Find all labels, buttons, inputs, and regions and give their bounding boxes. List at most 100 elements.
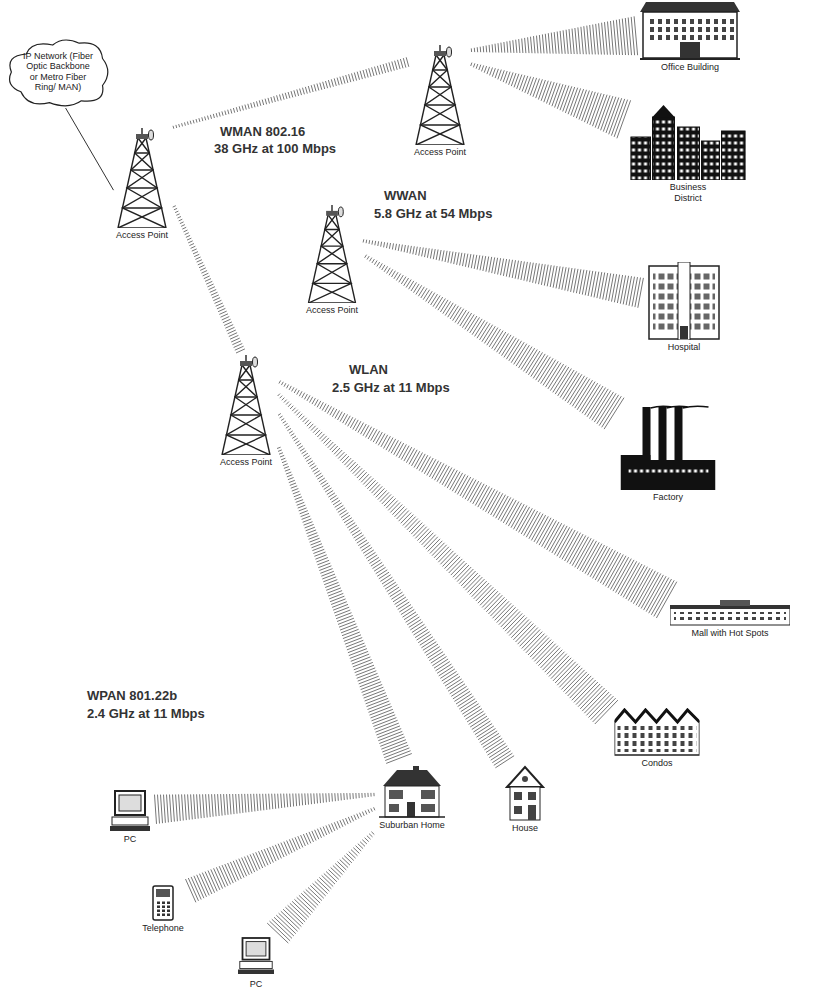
beam-stripe: [343, 632, 360, 639]
beam-stripe: [378, 434, 385, 446]
beam-stripe: [294, 410, 298, 414]
beam-stripe: [354, 662, 373, 669]
beam-stripe: [301, 794, 303, 806]
beam-stripe: [349, 462, 356, 469]
beam-stripe: [609, 274, 614, 301]
beam-stripe: [334, 793, 336, 801]
icon-caption: PC: [124, 834, 137, 845]
beam-stripe: [307, 793, 309, 804]
beam-stripe: [401, 607, 413, 615]
beam-stripe: [280, 455, 284, 457]
beam-stripe: [314, 471, 320, 475]
beam-stripe: [479, 65, 481, 70]
beam-stripe: [504, 338, 516, 358]
band-label: WMAN 802.16: [218, 124, 307, 140]
beam-stripe: [184, 230, 188, 232]
beam-stripe: [431, 294, 438, 305]
radio-beam: [365, 255, 624, 429]
radio-beam: [277, 447, 412, 763]
beam-stripe: [439, 250, 441, 261]
beam-stripe: [324, 486, 330, 490]
beam-stripe: [565, 533, 581, 561]
beam-stripe: [286, 472, 291, 474]
beam-stripe: [395, 244, 396, 250]
beam-stripe: [614, 275, 619, 303]
beam-stripe: [285, 469, 290, 471]
beam-stripe: [537, 36, 539, 54]
beam-stripe: [401, 446, 409, 460]
beam-stripe: [176, 795, 178, 822]
beam-stripe: [482, 65, 484, 71]
beam-stripe: [488, 597, 504, 614]
beam-stripe: [340, 860, 348, 868]
beam-stripe: [515, 261, 518, 279]
beam-stripe: [451, 252, 453, 264]
beam-stripe: [302, 393, 305, 398]
beam-stripe: [484, 593, 500, 609]
beam-stripe: [336, 613, 351, 619]
beam-stripe: [317, 84, 319, 91]
beam-stripe: [498, 43, 500, 52]
beam-stripe: [174, 208, 177, 209]
beam-stripe: [205, 117, 206, 121]
beam-stripe: [492, 751, 510, 763]
beam-stripe: [219, 311, 226, 314]
mall-building: Mall with Hot Spots: [670, 600, 790, 639]
beam-stripe: [282, 398, 285, 401]
beam-stripe: [536, 79, 543, 98]
beam-stripe: [176, 214, 179, 216]
beam-stripe: [221, 314, 229, 317]
beam-stripe: [366, 427, 372, 438]
beam-stripe: [387, 243, 388, 249]
beam-stripe: [382, 265, 385, 270]
beam-stripe: [442, 250, 444, 261]
factory-building: Factory: [621, 405, 716, 503]
beam-stripe: [605, 555, 623, 587]
icon-caption: House: [512, 823, 538, 834]
beam-stripe: [420, 637, 433, 646]
beam-stripe: [611, 21, 614, 55]
beam-stripe: [406, 57, 409, 67]
beam-stripe: [595, 700, 618, 724]
beam-stripe: [390, 590, 401, 597]
band-label: 38 GHz at 100 Mbps: [212, 141, 338, 157]
beam-stripe: [253, 853, 260, 869]
beam-stripe: [348, 646, 366, 653]
beam-stripe: [213, 298, 220, 301]
beam-stripe: [242, 794, 243, 813]
beam-stripe: [257, 101, 258, 106]
beam-stripe: [372, 484, 381, 493]
beam-stripe: [230, 794, 231, 814]
beam-stripe: [265, 99, 267, 105]
beam-stripe: [367, 480, 375, 489]
beam-stripe: [493, 601, 510, 618]
beam-stripe: [179, 794, 181, 821]
beam-stripe: [173, 206, 176, 207]
beam-stripe: [384, 496, 393, 506]
beam-stripe: [286, 402, 289, 405]
home-icon: [379, 766, 445, 817]
beam-stripe: [337, 78, 339, 86]
beam-stripe: [227, 794, 228, 815]
beam-stripe: [334, 607, 349, 613]
beam-stripe: [229, 333, 237, 337]
beam-stripe: [298, 505, 306, 508]
suburban-home: Suburban Home: [377, 766, 447, 831]
beam-stripe: [302, 451, 307, 454]
access-point-tower: Access Point: [304, 205, 361, 316]
beam-stripe: [299, 508, 307, 511]
beam-stripe: [371, 241, 373, 245]
band-label: 5.8 GHz at 54 Mbps: [372, 206, 494, 222]
beam-stripe: [601, 96, 613, 130]
beam-stripe: [287, 794, 288, 808]
beam-stripe: [629, 277, 635, 306]
beam-stripe: [284, 400, 287, 403]
beam-stripe: [259, 100, 261, 105]
beam-stripe: [224, 322, 232, 326]
beam-stripe: [360, 813, 362, 818]
beam-stripe: [245, 105, 246, 110]
beam-stripe: [362, 812, 364, 816]
beam-stripe: [448, 304, 456, 317]
